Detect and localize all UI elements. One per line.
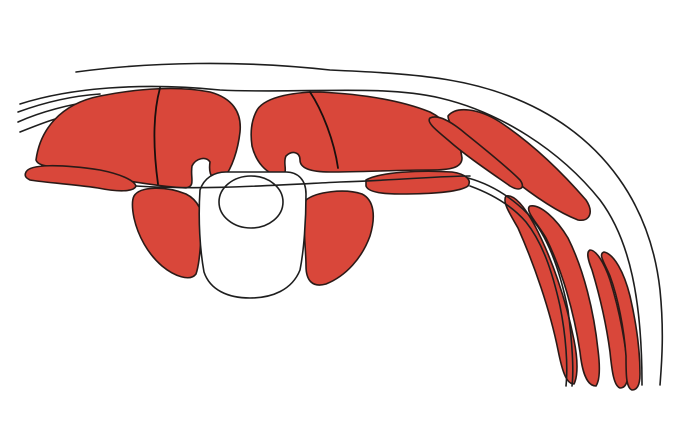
right-psoas-muscle	[304, 191, 373, 285]
vertebral-foramen	[219, 176, 283, 228]
right-quadratus-strip-muscle	[366, 171, 469, 194]
right-erector-spinae-muscle	[251, 92, 462, 176]
left-psoas-muscle	[133, 188, 203, 277]
